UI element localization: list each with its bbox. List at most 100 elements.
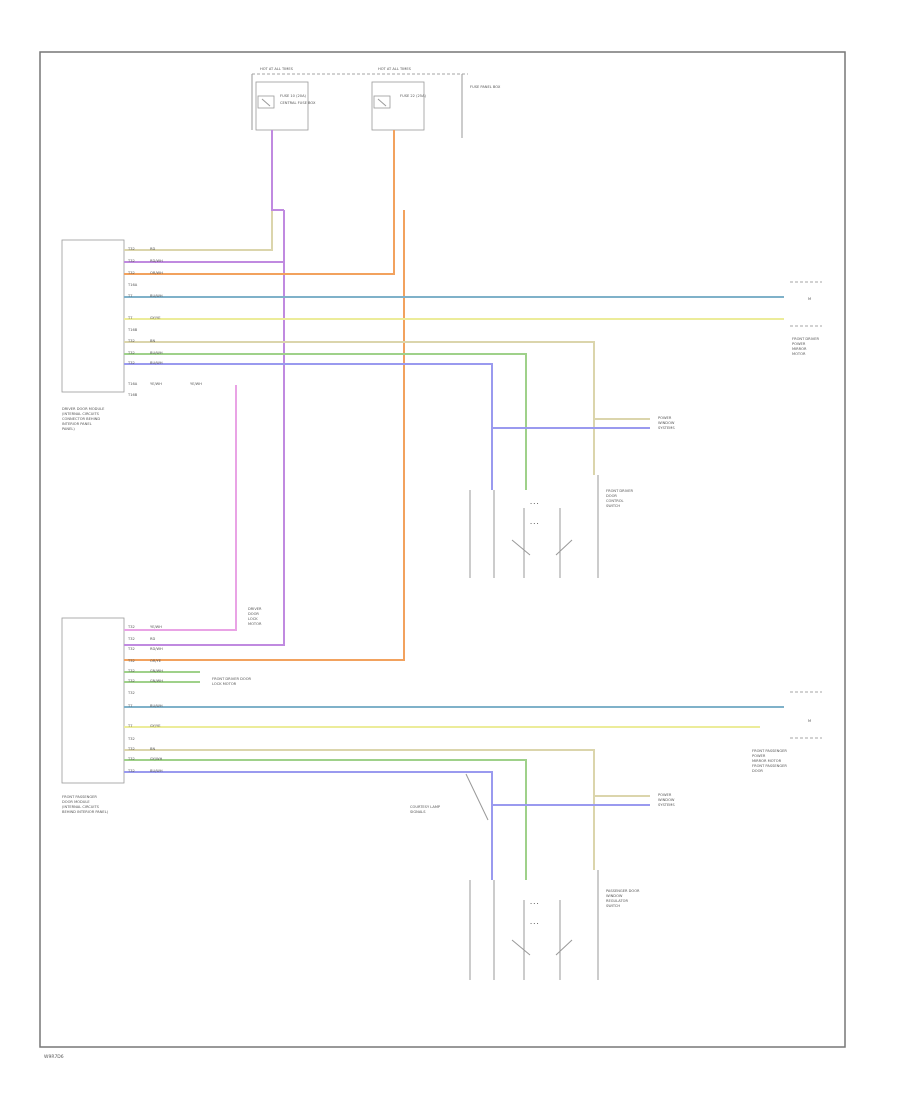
svg-text:BEHIND INTERIOR PANEL): BEHIND INTERIOR PANEL) xyxy=(62,810,109,814)
wire-top-green xyxy=(124,353,527,490)
svg-text:• • •: • • • xyxy=(530,902,539,906)
svg-text:WINDOW: WINDOW xyxy=(658,798,675,802)
pins-top: T32 T32 T32 T16A T7 T7 T16B T32 T32 T32 … xyxy=(127,247,138,397)
wire-top-orange xyxy=(124,130,395,275)
driver-door-module-label: DRIVER DOOR MODULE (INTERNAL CIRCUITS CO… xyxy=(62,407,105,431)
svg-text:GY/YE: GY/YE xyxy=(150,316,161,320)
svg-text:T32: T32 xyxy=(127,647,135,651)
svg-text:SIGNALS: SIGNALS xyxy=(410,810,426,814)
svg-text:WINDOW: WINDOW xyxy=(606,894,623,898)
svg-text:T7: T7 xyxy=(127,316,132,320)
fuse-box-label: FUSE PANEL BOX xyxy=(470,85,501,89)
wire-top-violet xyxy=(124,363,493,490)
fuse-1-header: HOT AT ALL TIMES xyxy=(260,67,294,71)
switch-symbol-top: • • • • • • xyxy=(469,475,599,578)
svg-text:PANEL): PANEL) xyxy=(62,427,75,431)
fuse-box-right: HOT AT ALL TIMES FUSE 22 (25A) FUSE PANE… xyxy=(371,67,501,138)
svg-text:DOOR: DOOR xyxy=(606,494,617,498)
svg-text:POWER: POWER xyxy=(658,793,672,797)
wire-labels-bottom: YE/WH RD RD/WH OR/YE GN/WH GN/WH BU/WH G… xyxy=(150,625,163,773)
passenger-door-module-label: FRONT PASSENGER DOOR MODULE (INTERNAL CI… xyxy=(62,795,109,814)
svg-text:T32: T32 xyxy=(127,247,135,251)
svg-text:T16A: T16A xyxy=(127,382,138,386)
passenger-door-module xyxy=(61,617,125,784)
wires xyxy=(124,130,784,880)
diagram-frame xyxy=(39,51,846,1048)
svg-text:T32: T32 xyxy=(127,625,135,629)
svg-text:BU/WH: BU/WH xyxy=(150,704,163,708)
page-code: W9R7D6 xyxy=(44,1054,64,1060)
svg-text:SWITCH: SWITCH xyxy=(606,904,620,908)
svg-text:DRIVER DOOR MODULE: DRIVER DOOR MODULE xyxy=(62,407,105,411)
svg-text:SYSTEMS: SYSTEMS xyxy=(658,803,675,807)
svg-text:CONTROL: CONTROL xyxy=(606,499,624,503)
svg-text:T32: T32 xyxy=(127,361,135,365)
svg-text:DOOR MODULE: DOOR MODULE xyxy=(62,800,90,804)
svg-text:MOTOR: MOTOR xyxy=(792,352,806,356)
pins-bottom: T32 T32 T32 T32 T32 T32 T32 T7 T7 T32 T3… xyxy=(127,625,135,773)
svg-text:BU/WH: BU/WH xyxy=(150,351,163,355)
svg-text:T32: T32 xyxy=(127,339,135,343)
wire-bot-violet xyxy=(124,771,493,880)
svg-text:T32: T32 xyxy=(127,637,135,641)
svg-text:FRONT DRIVER DOOR: FRONT DRIVER DOOR xyxy=(212,677,252,681)
svg-text:DRIVER: DRIVER xyxy=(248,607,262,611)
svg-text:WINDOW: WINDOW xyxy=(658,421,675,425)
wire-bot-green3 xyxy=(124,759,527,880)
driver-door-module xyxy=(61,239,125,393)
wire-top-red xyxy=(124,130,273,251)
svg-text:FRONT DRIVER: FRONT DRIVER xyxy=(792,337,819,341)
svg-text:T16B: T16B xyxy=(127,393,138,397)
svg-text:M: M xyxy=(808,719,811,723)
fuse-1-label: FUSE 10 (20A) xyxy=(280,94,307,98)
power-window-top: POWER WINDOW SYSTEMS xyxy=(658,416,675,430)
svg-text:RD/WH: RD/WH xyxy=(150,259,163,263)
fuse-2-header: HOT AT ALL TIMES xyxy=(378,67,412,71)
svg-text:FRONT PASSENGER: FRONT PASSENGER xyxy=(752,749,787,753)
svg-text:T7: T7 xyxy=(127,704,132,708)
svg-text:T7: T7 xyxy=(127,724,132,728)
wire-top-orange2 xyxy=(124,210,405,661)
driver-door-switch: FRONT DRIVER DOOR CONTROL SWITCH xyxy=(606,489,633,508)
fuse-2-label: FUSE 22 (25A) xyxy=(400,94,427,98)
svg-text:RD: RD xyxy=(150,637,155,641)
svg-text:BU/WH: BU/WH xyxy=(150,361,163,365)
front-pass-lock-label: FRONT DRIVER DOOR LOCK MOTOR xyxy=(212,677,252,686)
svg-text:• • •: • • • xyxy=(530,922,539,926)
wire-top-purple2 xyxy=(271,130,284,211)
svg-text:MOTOR: MOTOR xyxy=(248,622,262,626)
courtesy-branch xyxy=(465,773,489,821)
svg-text:GN/WH: GN/WH xyxy=(150,679,163,683)
switch-symbol-bottom: • • • • • • xyxy=(469,870,599,980)
svg-text:T16B: T16B xyxy=(127,328,138,332)
svg-text:RD/WH: RD/WH xyxy=(150,647,163,651)
driver-lock-label: DRIVER DOOR LOCK MOTOR xyxy=(248,607,262,626)
svg-text:FRONT DRIVER: FRONT DRIVER xyxy=(606,489,633,493)
wire-top-tan xyxy=(124,341,595,475)
svg-text:POWER: POWER xyxy=(658,416,672,420)
svg-text:T32: T32 xyxy=(127,659,135,663)
svg-text:• • •: • • • xyxy=(530,522,539,526)
svg-text:GY/YE: GY/YE xyxy=(150,724,161,728)
svg-text:GY/WH: GY/WH xyxy=(150,757,163,761)
svg-text:BU/WH: BU/WH xyxy=(150,769,163,773)
courtesy-lamp-label: COURTESY LAMP SIGNALS xyxy=(410,805,441,814)
svg-text:YE/WH: YE/WH xyxy=(190,382,202,386)
svg-text:OR/YE: OR/YE xyxy=(150,659,162,663)
svg-text:CONNECTOR BEHIND: CONNECTOR BEHIND xyxy=(62,417,100,421)
svg-text:• • •: • • • xyxy=(530,502,539,506)
front-mirror-top: M FRONT DRIVER POWER MIRROR MOTOR xyxy=(790,281,822,356)
svg-text:T32: T32 xyxy=(127,259,135,263)
svg-text:RD: RD xyxy=(150,247,155,251)
svg-text:DOOR: DOOR xyxy=(248,612,259,616)
svg-text:T32: T32 xyxy=(127,757,135,761)
svg-text:(INTERNAL CIRCUITS: (INTERNAL CIRCUITS xyxy=(62,412,100,416)
fuse-box-left: HOT AT ALL TIMES FUSE 10 (20A) CENTRAL F… xyxy=(251,67,468,131)
svg-text:T32: T32 xyxy=(127,747,135,751)
svg-text:T7: T7 xyxy=(127,294,132,298)
svg-text:T32: T32 xyxy=(127,691,135,695)
svg-text:T32: T32 xyxy=(127,737,135,741)
wire-top-pink xyxy=(124,385,237,631)
svg-text:LOCK MOTOR: LOCK MOTOR xyxy=(212,682,237,686)
svg-text:MIRROR: MIRROR xyxy=(792,347,807,351)
